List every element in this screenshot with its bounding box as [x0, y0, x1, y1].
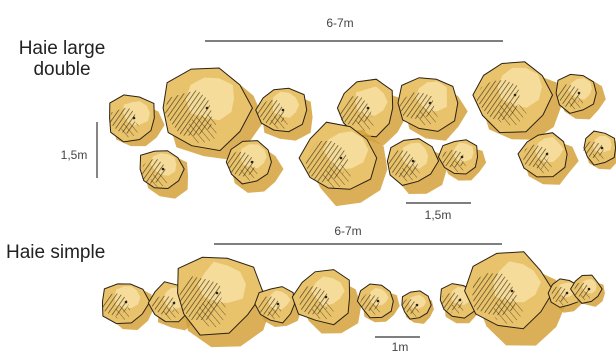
depth-label: 1,5m — [61, 148, 88, 162]
shrub — [292, 270, 361, 334]
shrub — [473, 62, 561, 140]
shrub-trunk-mark — [566, 292, 569, 295]
shrub — [402, 291, 434, 324]
shrub — [387, 139, 447, 194]
shrub-trunk-mark — [514, 94, 517, 97]
shrub-trunk-mark — [412, 160, 415, 163]
shrub-trunk-mark — [251, 161, 254, 164]
shrub — [357, 284, 399, 322]
shrub — [226, 141, 283, 193]
shrub-trunk-mark — [340, 157, 343, 160]
shrub-trunk-mark — [429, 102, 432, 105]
shrub-trunk-mark — [325, 296, 328, 299]
shrub-trunk-mark — [282, 109, 285, 112]
shrub-trunk-mark — [377, 300, 380, 303]
shrub-trunk-mark — [588, 288, 591, 291]
shrub — [109, 95, 165, 146]
shrub-trunk-mark — [601, 147, 604, 150]
shrub-trunk-mark — [416, 304, 419, 307]
shrub-trunk-mark — [206, 107, 209, 110]
shrub-trunk-mark — [216, 292, 219, 295]
shrub — [438, 140, 486, 181]
shrub-trunk-mark — [578, 92, 581, 95]
shrub-trunk-mark — [546, 153, 549, 156]
length-label-double: 6-7m — [326, 16, 353, 30]
shrub-trunk-mark — [173, 302, 176, 305]
shrub-trunk-mark — [461, 156, 464, 159]
shrub-trunk-mark — [367, 107, 370, 110]
shrub-trunk-mark — [125, 301, 128, 304]
shrub — [256, 88, 313, 140]
shrub-trunk-mark — [459, 299, 462, 302]
shrub-trunk-mark — [511, 290, 514, 293]
shrub — [102, 284, 154, 330]
length-label-simple: 6-7m — [334, 224, 361, 238]
shrubs-group — [102, 62, 616, 347]
shrub-trunk-mark — [277, 303, 280, 306]
shrub — [583, 131, 616, 169]
shrub-trunk-mark — [162, 168, 165, 171]
shrub — [398, 78, 468, 141]
shrub — [556, 74, 606, 119]
shrub — [518, 133, 579, 185]
shrub-trunk-mark — [133, 117, 136, 120]
spacing-label-double: 1,5m — [425, 208, 452, 222]
spacing-label-simple: 1m — [392, 340, 409, 354]
shrub — [140, 151, 188, 199]
